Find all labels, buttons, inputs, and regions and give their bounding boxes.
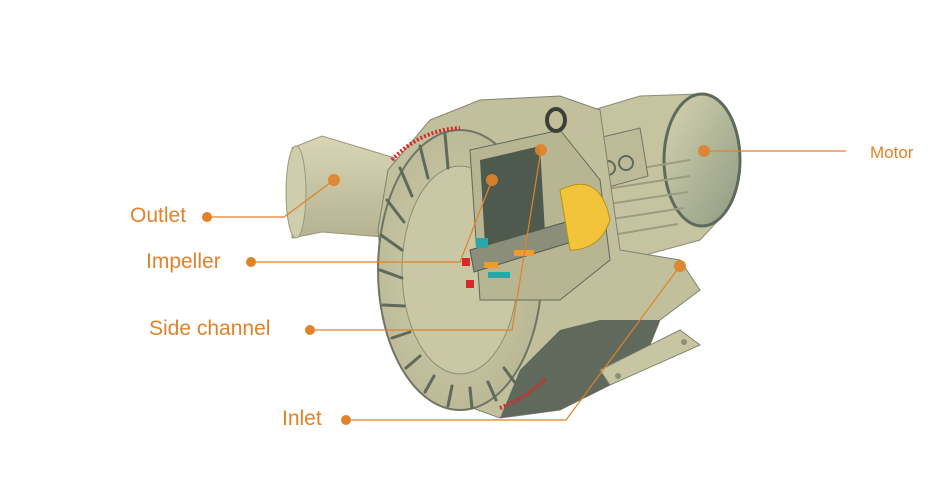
outlet-part-dot [328, 174, 340, 186]
inlet-part-dot [674, 260, 686, 272]
side-channel-part-dot [535, 144, 547, 156]
cutaway-internals [462, 107, 611, 301]
motor-label: Motor [870, 143, 914, 162]
outlet-label-dot [202, 212, 212, 222]
motor-part-dot [698, 145, 710, 157]
side-channel-label-dot [305, 325, 315, 335]
leader-lines [207, 149, 846, 421]
impeller-label: Impeller [146, 250, 221, 273]
outlet-label: Outlet [130, 204, 187, 227]
inlet-label: Inlet [282, 407, 322, 430]
side-channel-label: Side channel [149, 317, 271, 340]
outlet-pipe [285, 135, 396, 239]
inlet-label-dot [341, 415, 351, 425]
impeller-part-dot [486, 174, 498, 186]
impeller-label-dot [246, 257, 256, 267]
callout-dots [202, 144, 710, 425]
